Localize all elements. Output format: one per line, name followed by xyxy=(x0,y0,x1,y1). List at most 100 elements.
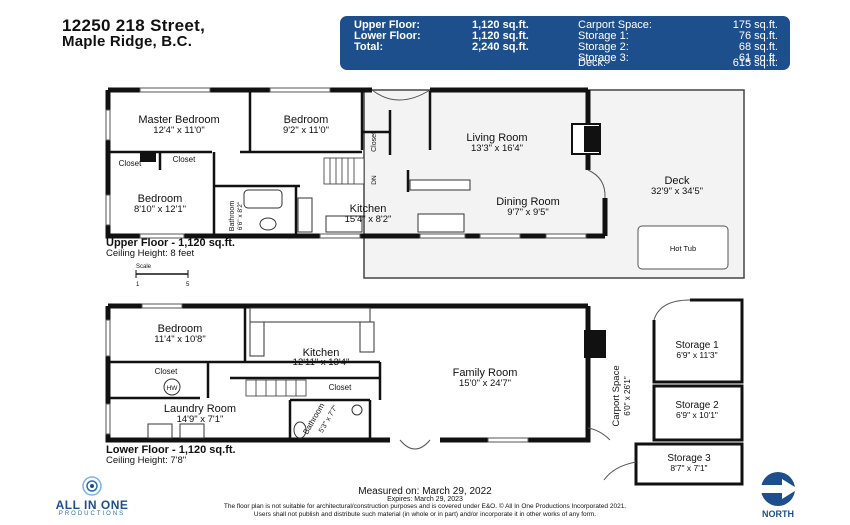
upper-stairs xyxy=(323,157,365,185)
storage3-dims: 8'7" x 7'1" xyxy=(670,463,707,473)
family-room-name: Family Room xyxy=(453,367,518,379)
total-label: Total: xyxy=(354,41,384,53)
logo-name: ALL IN ONE xyxy=(55,498,129,512)
property-address: 12250 218 Street, xyxy=(62,16,206,35)
property-city: Maple Ridge, B.C. xyxy=(62,33,193,50)
expiry-date: Expires: March 29, 2023 xyxy=(387,496,463,503)
storage-walls xyxy=(634,298,744,486)
dining-room-name: Dining Room xyxy=(496,196,560,208)
storage1-value: 76 sq.ft. xyxy=(738,30,778,42)
laundry-room-name: Laundry Room xyxy=(164,403,236,415)
logo-dots-icon xyxy=(82,476,102,496)
deck-label: Deck: xyxy=(578,57,607,69)
logo-subtitle: PRODUCTIONS xyxy=(58,511,126,517)
lower-interior-walls xyxy=(110,306,382,440)
storage3-name: Storage 3 xyxy=(667,453,711,464)
upper-kitchen-counters xyxy=(297,179,471,233)
upper-floor-label: Upper Floor: xyxy=(354,19,420,31)
upper-closet-1: Closet xyxy=(119,159,142,168)
deck-value: 615 sq.ft. xyxy=(732,57,778,69)
storage3-label: Storage 3: xyxy=(578,52,629,64)
hot-tub xyxy=(637,225,729,270)
laundry-fixtures xyxy=(147,378,205,439)
upper-closet-2: Closet xyxy=(173,155,196,164)
carport-name: Carport Space xyxy=(611,365,622,426)
hw-label: HW xyxy=(167,385,179,392)
deck-dims: 32'9" x 34'5" xyxy=(651,186,703,197)
stairs-dn-label: DN xyxy=(371,175,378,185)
lower-floor-ceiling: Ceiling Height: 7'8" xyxy=(106,455,187,466)
bedroom-b-dims: 8'10" x 12'1" xyxy=(134,204,186,215)
dining-room-dims: 9'7" x 9'5" xyxy=(507,207,549,218)
lower-bedroom-name: Bedroom xyxy=(158,323,203,335)
master-bedroom-name: Master Bedroom xyxy=(138,114,219,126)
master-bedroom-dims: 12'4" x 11'0" xyxy=(153,125,204,136)
lower-stairs xyxy=(245,379,307,397)
lower-closet-1: Closet xyxy=(155,367,178,376)
upper-floor-value: 1,120 sq.ft. xyxy=(472,19,529,31)
north-indicator: NORTH xyxy=(744,471,812,521)
upper-windows xyxy=(105,87,587,239)
total-value: 2,240 sq.ft. xyxy=(472,41,529,53)
storage2-name: Storage 2 xyxy=(675,400,719,411)
upper-floor-title: Upper Floor - 1,120 sq.ft. xyxy=(106,237,235,249)
living-room-dims: 13'3" x 16'4" xyxy=(471,143,523,154)
storage3-door xyxy=(603,461,637,481)
fireplace-hearth xyxy=(584,126,600,152)
upper-column xyxy=(140,152,156,162)
upper-bath-fixtures xyxy=(243,189,283,231)
bedroom-a-name: Bedroom xyxy=(284,114,329,126)
storage1-dims: 6'9" x 11'3" xyxy=(676,350,717,360)
bedroom-a-dims: 9'2" x 11'0" xyxy=(283,125,329,136)
lower-bath-fixtures xyxy=(293,404,363,439)
lower-floor-value: 1,120 sq.ft. xyxy=(472,30,529,42)
lower-column xyxy=(584,330,606,358)
family-room-dims: 15'0" x 24'7" xyxy=(459,378,511,389)
lower-kitchen-name: Kitchen xyxy=(303,347,340,359)
lower-floor-title: Lower Floor - 1,120 sq.ft. xyxy=(106,444,236,456)
north-label: NORTH xyxy=(762,509,794,519)
scale-end: 5 xyxy=(186,282,190,288)
living-room-name: Living Room xyxy=(466,132,527,144)
carport-label: Carport Space: xyxy=(578,19,652,31)
north-arrow-icon xyxy=(758,472,798,506)
deck-name: Deck xyxy=(664,175,690,187)
upper-floor-ceiling: Ceiling Height: 8 feet xyxy=(106,248,195,259)
upper-kitchen-dims: 15'4" x 8'2" xyxy=(345,214,392,225)
upper-bathroom-dims: 6'6" x 8'2" xyxy=(237,201,244,230)
scale-bar xyxy=(135,270,189,278)
storage2-label: Storage 2: xyxy=(578,41,629,53)
upper-closet-3: Closet xyxy=(371,132,378,152)
disclaimer-line-2: Users shall not publish and distribute s… xyxy=(253,511,597,518)
carport-value: 175 sq.ft. xyxy=(732,19,778,31)
storage1-label: Storage 1: xyxy=(578,30,629,42)
hot-tub-label: Hot Tub xyxy=(670,244,696,253)
storage3-value: 61 sq.ft. xyxy=(738,52,778,64)
lower-kitchen-dims: 12'11" x 13'4" xyxy=(293,357,350,368)
company-logo: ALL IN ONE PRODUCTIONS xyxy=(36,474,148,520)
lower-kitchen-counters xyxy=(249,307,375,357)
storage1-door xyxy=(653,299,691,321)
storage2-dims: 6'9" x 10'1" xyxy=(676,410,718,420)
bedroom-b-name: Bedroom xyxy=(138,193,183,205)
lower-patio-door xyxy=(399,439,431,450)
upper-bathroom-name: Bathroom xyxy=(229,201,236,232)
upper-interior-walls xyxy=(108,90,432,236)
storage2-value: 68 sq.ft. xyxy=(738,41,778,53)
lower-floor-label: Lower Floor: xyxy=(354,30,421,42)
deck-door xyxy=(587,169,606,199)
entry-door xyxy=(371,89,431,101)
storage1-name: Storage 1 xyxy=(675,340,719,351)
lower-windows xyxy=(105,303,529,443)
scale-start: 1 xyxy=(136,282,140,288)
disclaimer-line-1: The floor plan is not suitable for archi… xyxy=(223,503,627,510)
laundry-room-dims: 14'9" x 7'1" xyxy=(177,414,224,425)
lower-closet-2: Closet xyxy=(329,383,352,392)
carport-door xyxy=(587,427,611,441)
lower-bedroom-dims: 11'4" x 10'8" xyxy=(154,334,205,345)
upper-kitchen-name: Kitchen xyxy=(350,203,387,215)
carport-dims: 6'0" x 26'1" xyxy=(623,376,632,416)
area-summary-panel: Upper Floor: 1,120 sq.ft. Lower Floor: 1… xyxy=(340,16,790,70)
scale-label: Scale xyxy=(136,264,152,270)
